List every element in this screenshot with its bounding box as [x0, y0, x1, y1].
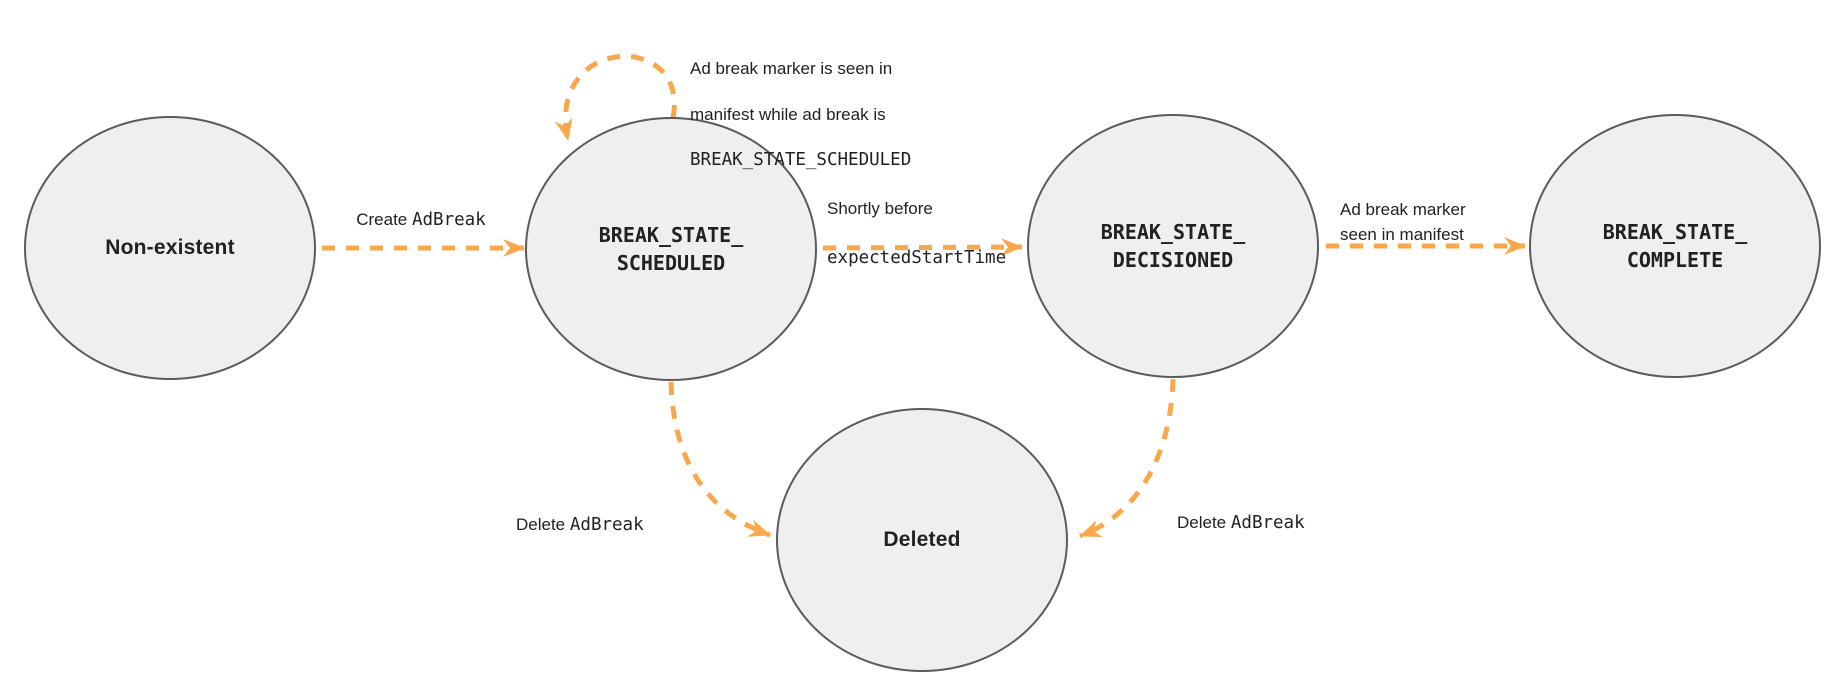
transition-label-self-loop-code: BREAK_STATE_SCHEDULED [690, 150, 912, 170]
state-label-break-state-decisioned: BREAK_STATE_ DECISIONED [1100, 220, 1246, 272]
transition-label-delete-from-decisioned-text: Delete [1177, 513, 1231, 532]
state-label-non-existent: Non-existent [105, 236, 235, 259]
transition-label-delete-from-scheduled-text: Delete [516, 515, 570, 534]
transition-arrow-delete-from-scheduled [668, 381, 771, 538]
transition-label-decision-code: expectedStartTime [827, 248, 1007, 268]
transition-label-marker-seen: Ad break marker seen in manifest [1340, 172, 1466, 247]
transition-label-create-code: AdBreak [411, 210, 486, 230]
transition-arrow-delete-from-decisioned [1079, 378, 1176, 539]
transition-label-self-loop-line2: manifest while ad break is [690, 105, 886, 124]
transition-label-decision: Shortly before expectedStartTime [827, 171, 1006, 296]
transition-label-delete-from-decisioned: Delete AdBreak [1177, 487, 1305, 535]
transition-label-decision-text: Shortly before [827, 199, 933, 218]
transition-label-marker-seen-text: Ad break marker seen in manifest [1340, 200, 1466, 244]
transition-arrow-self-loop [554, 53, 677, 141]
transition-label-self-loop: Ad break marker is seen in manifest whil… [690, 34, 911, 195]
transition-label-delete-from-decisioned-code: AdBreak [1230, 513, 1305, 533]
state-label-break-state-complete: BREAK_STATE_ COMPLETE [1602, 220, 1748, 272]
transition-arrow-decision [822, 238, 1023, 257]
transition-label-delete-from-scheduled-code: AdBreak [569, 515, 644, 535]
state-node-non-existent: Non-existent [24, 116, 316, 380]
state-node-deleted: Deleted [776, 408, 1068, 672]
transition-label-delete-from-scheduled: Delete AdBreak [516, 489, 644, 537]
state-node-break-state-scheduled: BREAK_STATE_ SCHEDULED [525, 117, 817, 381]
state-node-break-state-decisioned: BREAK_STATE_ DECISIONED [1027, 114, 1319, 378]
state-node-break-state-complete: BREAK_STATE_ COMPLETE [1529, 114, 1821, 378]
state-label-break-state-scheduled: BREAK_STATE_ SCHEDULED [598, 223, 744, 275]
transition-label-create-text: Create [356, 210, 412, 229]
transition-label-self-loop-line1: Ad break marker is seen in [690, 59, 893, 78]
state-label-deleted: Deleted [883, 528, 961, 551]
transition-label-create: Create AdBreak [316, 184, 526, 232]
